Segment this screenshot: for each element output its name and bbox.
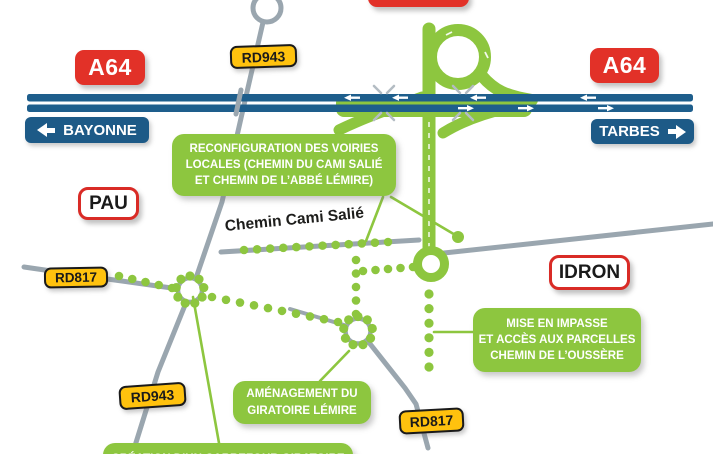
rd817-badge-west: RD817 [43,266,109,289]
lane-arrows-west [344,94,596,101]
a64-badge-right-label: A64 [602,52,647,78]
dots-diagonal [207,292,343,327]
arrow-right-icon [667,124,686,139]
rd943-badge-south-label: RD943 [130,386,175,406]
direction-bayonne: BAYONNE [25,117,149,143]
city-badge-idron-label: IDRON [558,261,621,283]
dotring-lemire [339,311,377,350]
rd817-badge-west-label: RD817 [54,269,98,286]
dead-end-dot [452,231,464,243]
road-northeast [441,221,713,256]
dots-horizontal-mid [358,262,418,276]
north-roundabout [250,0,284,25]
callout-lines [191,195,476,445]
city-badge-idron: IDRON [549,255,630,290]
a64-badge-right: A64 [590,48,659,83]
reconfiguration-line1: RECONFIGURATION DES VOIRIES [189,142,379,155]
dots-vertical-mid [351,255,361,319]
callout-impasse-label: MISE EN IMPASSE ET ACCÈS AUX PARCELLES C… [473,308,641,372]
callout-reconfiguration-1 [364,195,385,243]
bridge-ticks [372,84,475,122]
rd817-badge-south: RD817 [398,407,465,435]
a64-badge-left: A64 [75,50,145,85]
new-roundabout [413,246,449,282]
callout-creation-label: CRÉATION D’UN CARREFOUR GIRATOIRE [103,443,353,454]
city-badge-pau: PAU [78,187,139,220]
rd943-overpass [233,87,244,117]
a64-badge-left-label: A64 [88,54,132,80]
impasse-line3: CHEMIN DE L’OUSSÈRE [490,350,624,363]
city-badge-pau-label: PAU [89,192,128,214]
callout-reconfiguration-label: RECONFIGURATION DES VOIRIES LOCALES (CHE… [172,134,396,196]
dotring-cami [171,271,209,308]
a64-eastbound-lane [27,104,693,112]
loop-dashes [445,31,489,59]
giratoire-line1: AMÉNAGEMENT DU [246,388,358,401]
reconfiguration-line2: LOCALES (CHEMIN DU CAMI SALIÉ [185,158,383,171]
impasse-line2: ET ACCÈS AUX PARCELLES [478,333,636,346]
callout-giratoire-label: AMÉNAGEMENT DU GIRATOIRE LÉMIRE [233,381,371,424]
arrow-left-icon [37,123,56,137]
reconfiguration-line3: ET CHEMIN DE L’ABBÉ LÉMIRE) [194,175,374,188]
rd943-badge-north: RD943 [229,43,298,70]
clipped-red-badge [368,0,469,7]
dots-cami-salie [239,237,393,255]
giratoire-line2: GIRATOIRE LÉMIRE [247,404,357,417]
impasse-line1: MISE EN IMPASSE [506,317,608,330]
direction-tarbes-label: TARBES [599,123,660,140]
direction-tarbes: TARBES [591,119,694,144]
rd943-badge-south: RD943 [118,381,187,411]
lane-arrows-east [458,105,614,112]
dots-impasse-oussere [424,289,434,372]
a64-highway [27,31,693,248]
callout-giratoire [318,349,351,383]
loop-ramp [425,24,491,90]
rd817-badge-south-label: RD817 [409,411,454,431]
callout-creation [191,295,221,445]
dotted-project-roads [114,237,434,372]
direction-bayonne-label: BAYONNE [63,121,137,139]
callout-reconfiguration-2 [389,195,459,238]
rd943-badge-north-label: RD943 [241,47,286,66]
